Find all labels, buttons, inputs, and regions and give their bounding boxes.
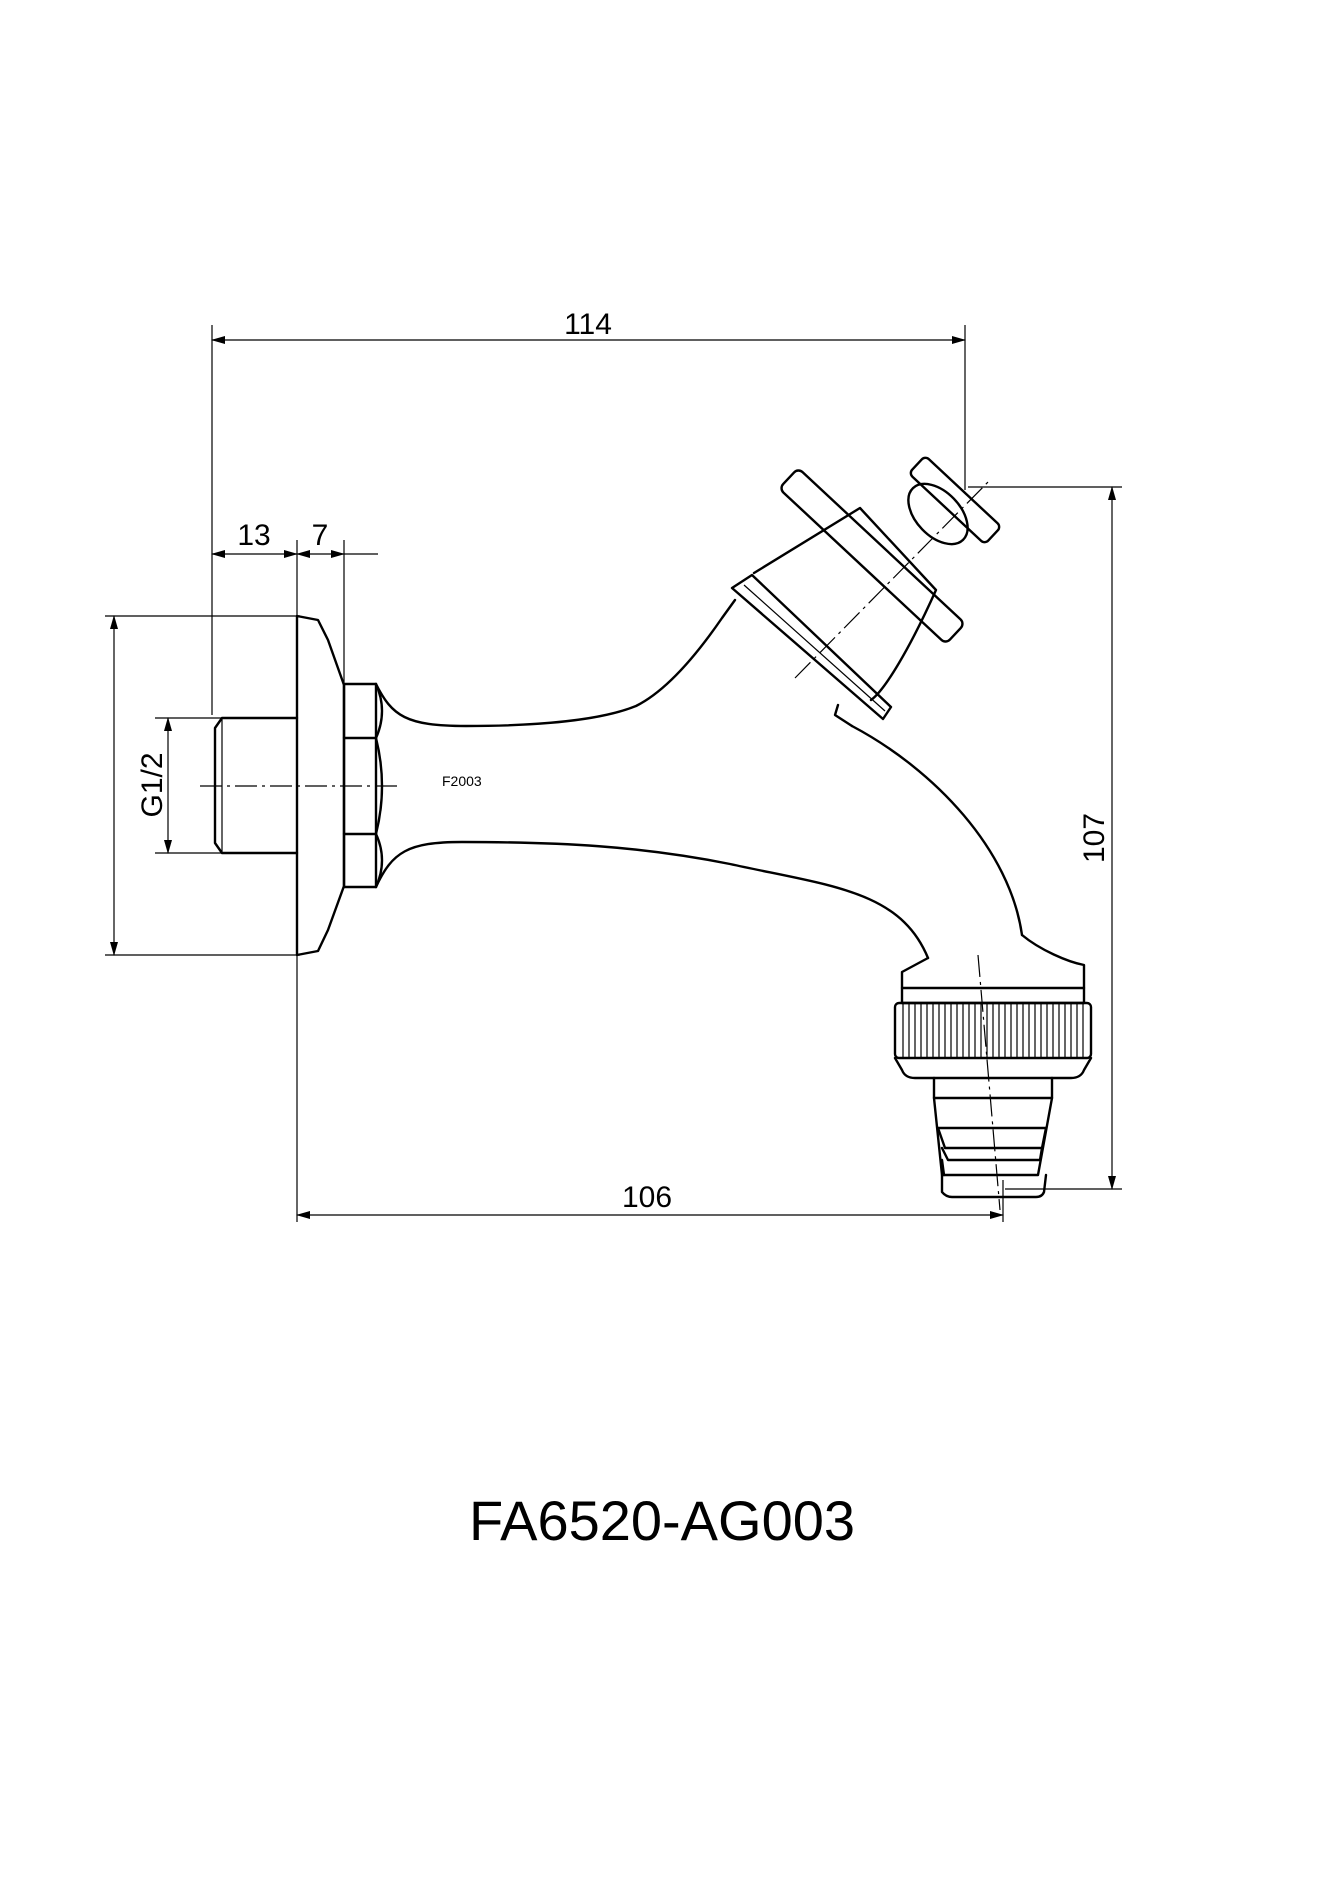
dim-flange-width: 13 xyxy=(237,519,270,552)
dim-reach: 106 xyxy=(622,1181,672,1214)
outlet-spout xyxy=(900,933,1086,990)
knurled-coupling-nut xyxy=(893,986,1093,1080)
dimension-lines xyxy=(110,336,1116,1219)
cross-handle xyxy=(780,456,1001,643)
dim-height: 107 xyxy=(1078,813,1111,863)
body-label: F2003 xyxy=(442,773,482,789)
spindle-centerline xyxy=(794,479,991,679)
extension-lines xyxy=(105,325,1122,1222)
dim-overall-width: 114 xyxy=(564,308,612,341)
dim-thread: G1/2 xyxy=(136,752,169,817)
model-number: FA6520-AG003 xyxy=(468,1489,856,1552)
dim-nut-width: 7 xyxy=(312,519,329,552)
knurling xyxy=(902,1003,1084,1058)
outlet-centerline xyxy=(977,954,1001,1211)
faucet-body xyxy=(374,598,1024,960)
hose-barb xyxy=(932,1076,1054,1199)
bonnet xyxy=(730,506,938,721)
